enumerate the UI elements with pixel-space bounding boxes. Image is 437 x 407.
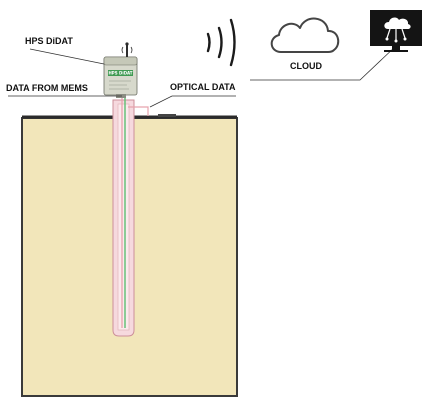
optical-cable-stub [128,106,149,116]
device-face-text: HPS DiDAT [108,71,132,76]
optical-label: OPTICAL DATA [170,82,236,92]
casing-inner [117,103,130,331]
network-link-line [250,44,398,81]
antenna-icon [121,42,133,57]
device-label-band [108,70,133,76]
device-label: HPS DiDAT [25,36,73,46]
device-lid [103,56,138,66]
wireless-signal-icon [206,18,236,67]
hps-didat-device: HPS DiDAT [103,56,138,98]
surface-plate [158,114,176,117]
cloud-icon [270,17,340,53]
optical-label-leader [149,95,236,108]
mems-label: DATA FROM MEMS [6,83,88,93]
monitor-cloud-icon [370,10,422,52]
device-label-leader [29,48,105,65]
cloud-label: CLOUD [290,61,322,71]
